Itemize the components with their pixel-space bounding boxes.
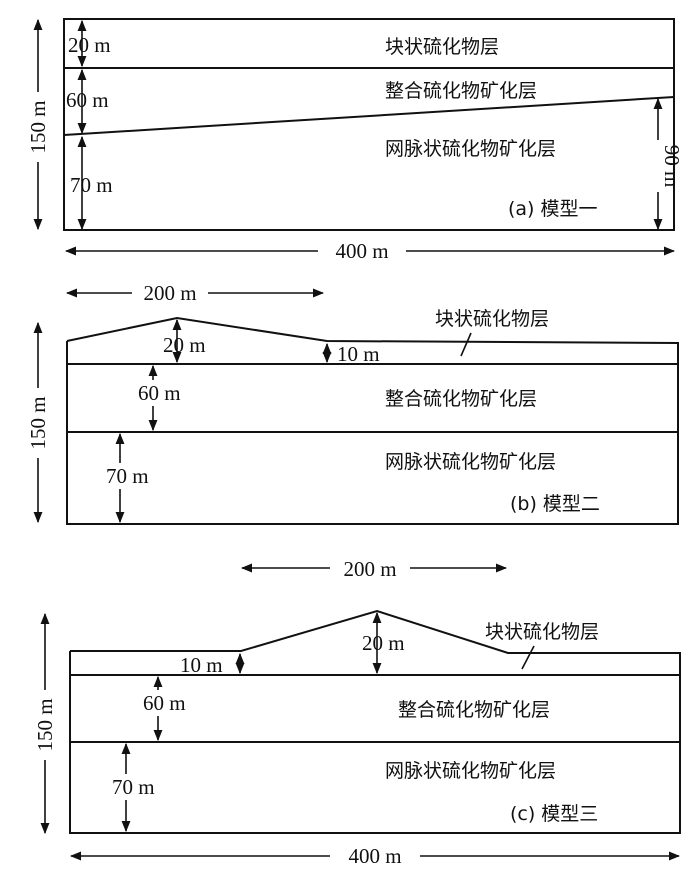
dim-label: 10 m xyxy=(180,653,223,677)
top-width-label: 200 m xyxy=(343,557,396,581)
panel-a-model-one: 150 m 20 m 60 m 70 m 90 m 块状硫化物层 整合硫化物矿化… xyxy=(22,18,684,264)
layer-label: 块状硫化物层 xyxy=(485,621,599,643)
model-three-outline xyxy=(69,609,681,834)
width-label: 400 m xyxy=(348,844,401,868)
layer-label: 块状硫化物层 xyxy=(435,308,549,330)
panel-caption: (b) 模型二 xyxy=(510,493,600,515)
sloped-layer-boundary xyxy=(63,96,675,136)
model-one-box xyxy=(63,18,675,231)
dim-label: 20 m xyxy=(362,631,405,655)
panel-caption: (c) 模型三 xyxy=(510,803,598,825)
width-label: 400 m xyxy=(335,239,388,263)
layer-label: 网脉状硫化物矿化层 xyxy=(385,760,556,782)
height-label: 150 m xyxy=(26,396,50,449)
dim-label: 90 m xyxy=(660,145,684,188)
layer-label: 网脉状硫化物矿化层 xyxy=(385,451,556,473)
layer-label: 整合硫化物矿化层 xyxy=(398,699,550,721)
dim-label: 60 m xyxy=(138,381,181,405)
dim-label: 70 m xyxy=(112,775,155,799)
dim-label: 10 m xyxy=(337,342,380,366)
height-label: 150 m xyxy=(33,698,57,751)
dim-label: 70 m xyxy=(70,173,113,197)
layer-label: 整合硫化物矿化层 xyxy=(385,388,537,410)
leader-line xyxy=(521,645,535,670)
top-width-label: 200 m xyxy=(143,281,196,305)
dim-label: 60 m xyxy=(143,691,186,715)
panel-b-model-two: 200 m 150 m 20 m 10 m 60 m 70 m 块状硫化物层 整… xyxy=(22,280,679,525)
layer-label: 网脉状硫化物矿化层 xyxy=(385,138,556,160)
model-two-outline xyxy=(66,316,679,525)
dim-label: 20 m xyxy=(163,333,206,357)
panel-caption: (a) 模型一 xyxy=(508,198,598,220)
dim-label: 60 m xyxy=(66,88,109,112)
height-label: 150 m xyxy=(26,100,50,153)
panel-c-model-three: 200 m 150 m 20 m 10 m 60 m 70 m 块状硫化物层 整… xyxy=(29,555,681,869)
dim-label: 70 m xyxy=(106,464,149,488)
dim-label: 20 m xyxy=(68,33,111,57)
leader-line xyxy=(460,332,472,357)
layer-label: 整合硫化物矿化层 xyxy=(385,80,537,102)
layer-label: 块状硫化物层 xyxy=(385,36,499,58)
